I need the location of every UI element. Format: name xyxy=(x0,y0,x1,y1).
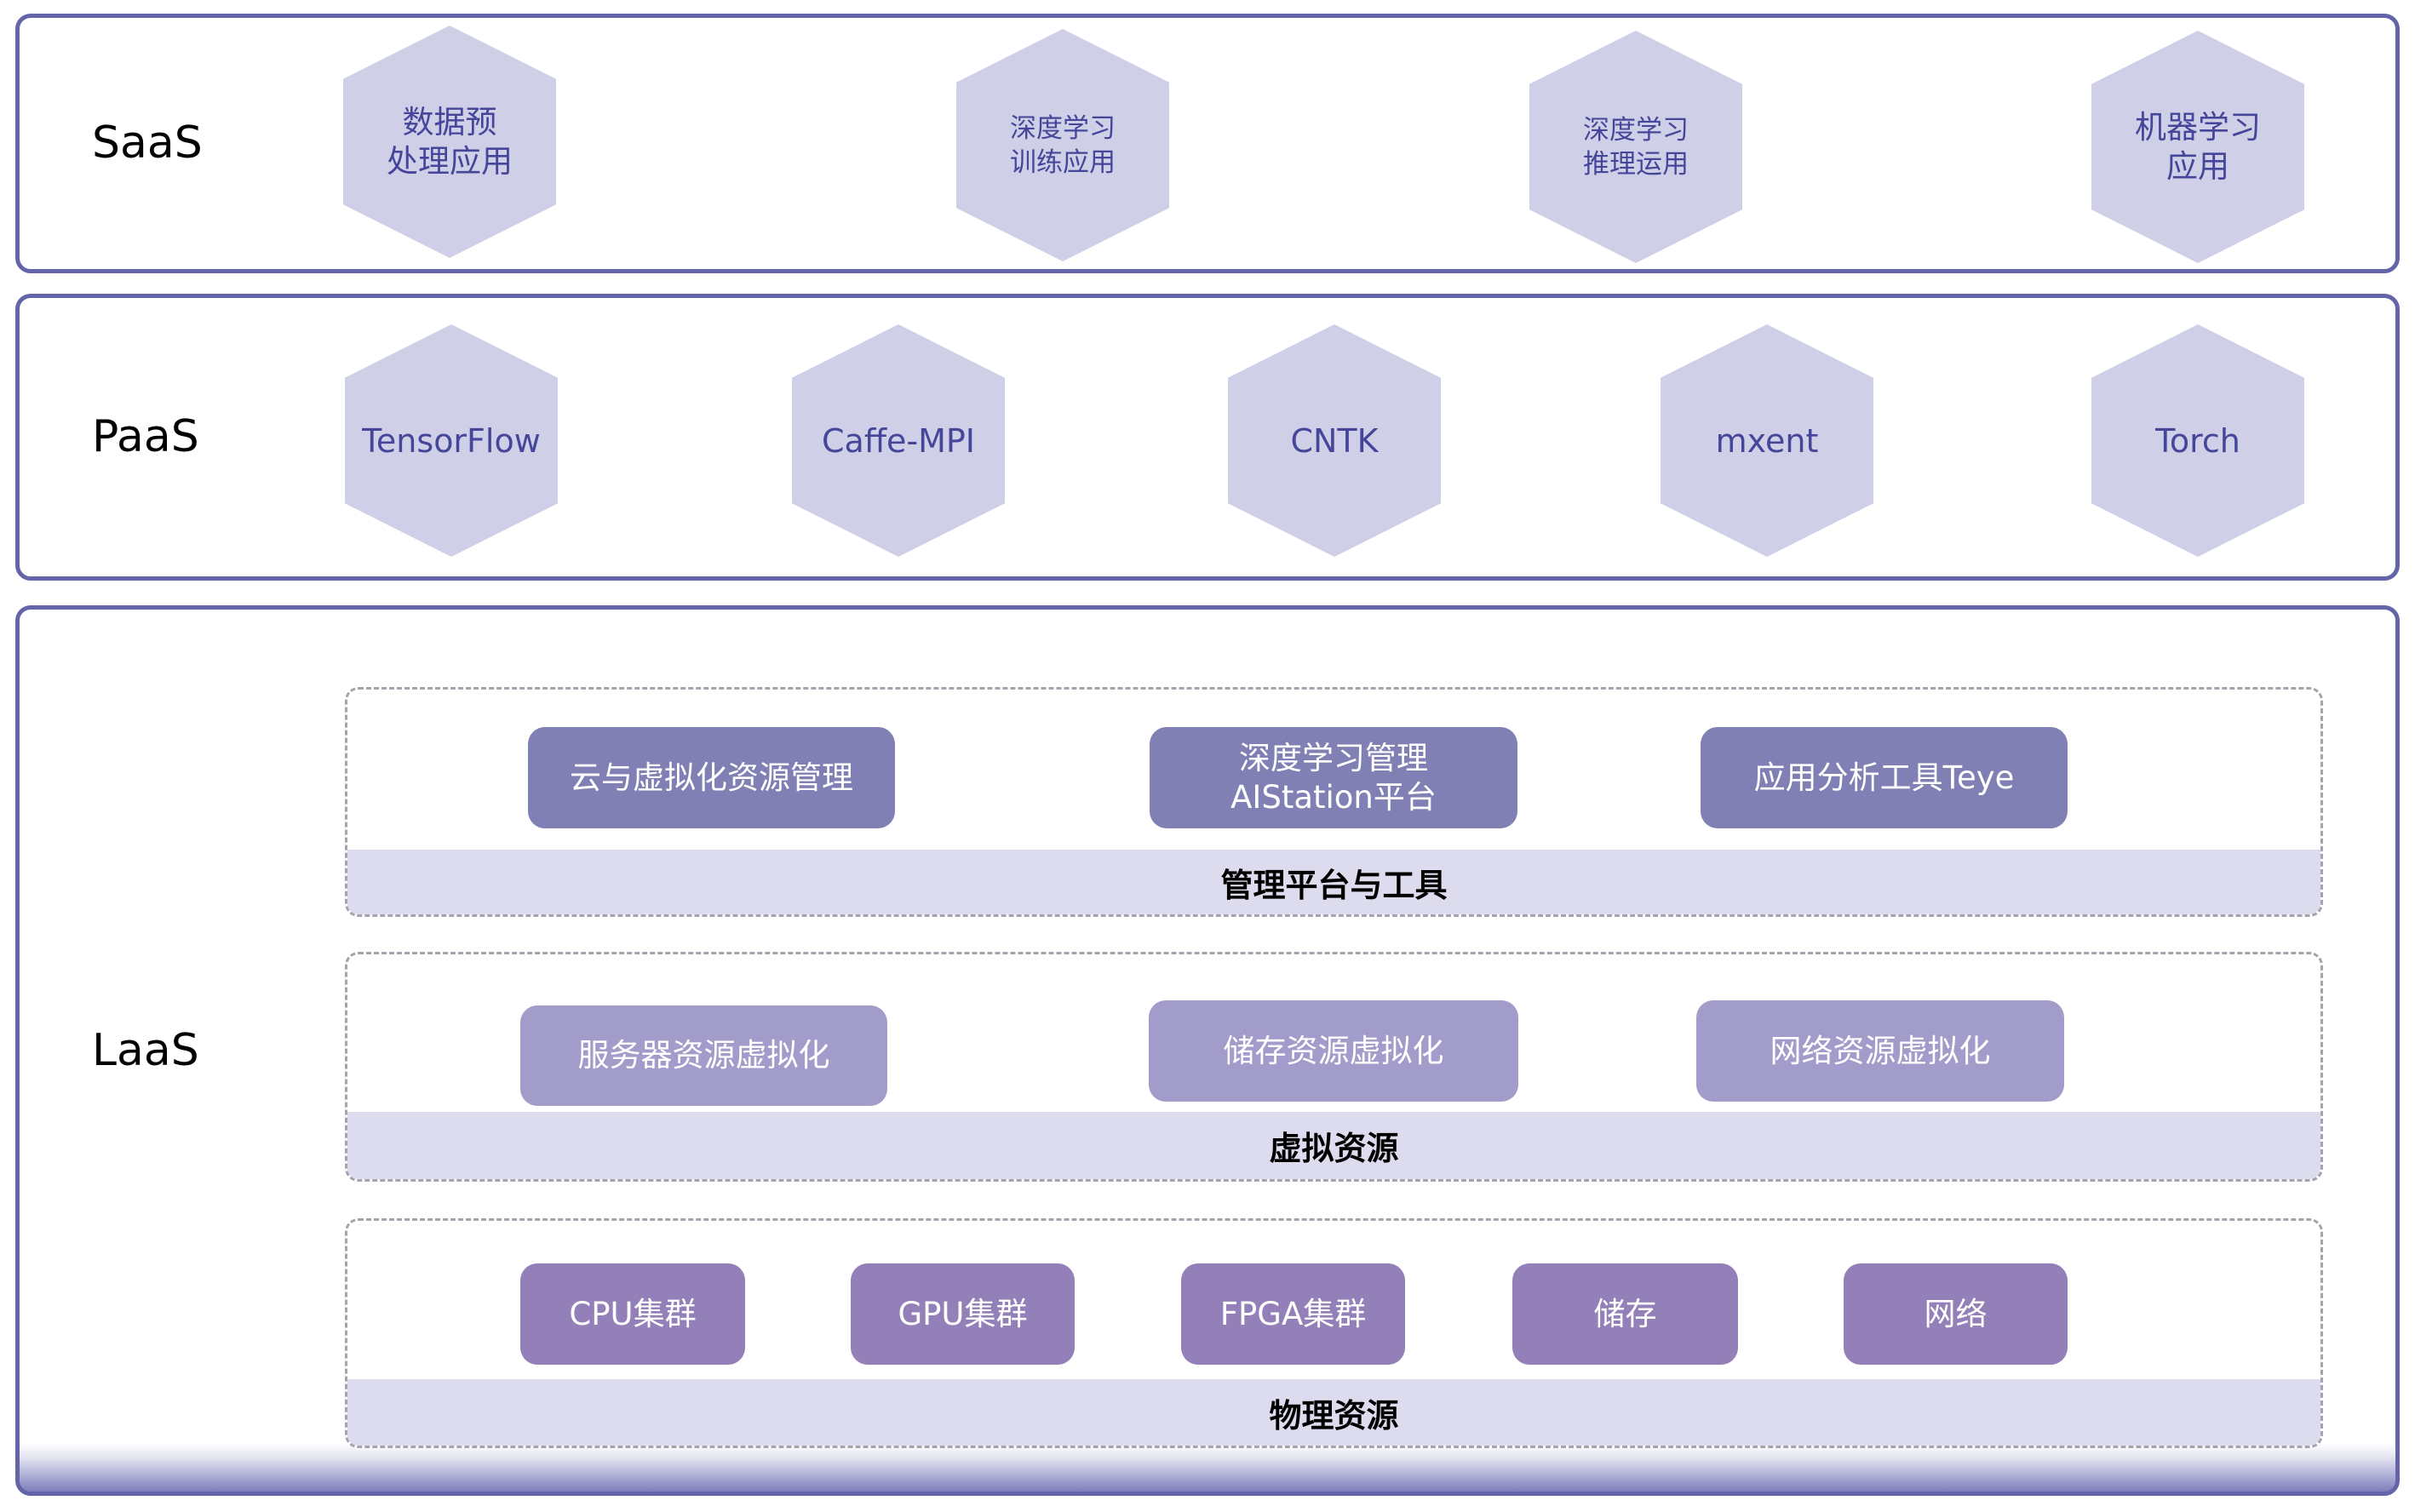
group-title: 管理平台与工具 xyxy=(1220,866,1448,904)
storage-virtualization-button[interactable]: 储存资源虚拟化 xyxy=(1149,1000,1518,1102)
hexagon-label: Caffe-MPI xyxy=(822,421,975,460)
paas-hexagon-cntk[interactable]: CNTK xyxy=(1228,324,1441,557)
hexagon-label: 深度学习 推理运用 xyxy=(1583,114,1689,180)
group-title-band: 虚拟资源 xyxy=(347,1112,2320,1179)
hexagon-label: 机器学习 应用 xyxy=(2135,108,2261,185)
cpu-cluster-button[interactable]: CPU集群 xyxy=(520,1263,745,1365)
storage-button[interactable]: 储存 xyxy=(1512,1263,1738,1365)
group-title: 物理资源 xyxy=(1269,1396,1399,1435)
network-button[interactable]: 网络 xyxy=(1844,1263,2068,1365)
group-title: 虚拟资源 xyxy=(1269,1130,1399,1167)
saas-layer-label: SaaS xyxy=(92,117,203,169)
saas-hexagon-dl-training[interactable]: 深度学习 训练应用 xyxy=(956,29,1169,261)
hexagon-label: Torch xyxy=(2155,421,2240,460)
group-title-band: 物理资源 xyxy=(347,1379,2320,1446)
laas-layer-label: LaaS xyxy=(92,1025,199,1076)
aistation-platform-button[interactable]: 深度学习管理 AIStation平台 xyxy=(1150,727,1517,828)
paas-hexagon-mxent[interactable]: mxent xyxy=(1661,324,1873,557)
paas-hexagon-tensorflow[interactable]: TensorFlow xyxy=(345,324,558,557)
group-title-band: 管理平台与工具 xyxy=(347,850,2320,914)
hexagon-label: 数据预 处理应用 xyxy=(387,103,513,180)
saas-hexagon-data-preprocessing[interactable]: 数据预 处理应用 xyxy=(343,26,556,258)
virtual-resources-group: 虚拟资源 xyxy=(345,952,2323,1182)
network-virtualization-button[interactable]: 网络资源虚拟化 xyxy=(1696,1000,2064,1102)
paas-layer-label: PaaS xyxy=(92,411,199,462)
paas-hexagon-torch[interactable]: Torch xyxy=(2091,324,2304,557)
fpga-cluster-button[interactable]: FPGA集群 xyxy=(1181,1263,1405,1365)
gpu-cluster-button[interactable]: GPU集群 xyxy=(851,1263,1075,1365)
paas-hexagon-caffe-mpi[interactable]: Caffe-MPI xyxy=(792,324,1005,557)
hexagon-label: TensorFlow xyxy=(362,421,541,460)
saas-hexagon-dl-inference[interactable]: 深度学习 推理运用 xyxy=(1529,31,1742,263)
teye-analysis-tool-button[interactable]: 应用分析工具Teye xyxy=(1701,727,2068,828)
cloud-virtualization-management-button[interactable]: 云与虚拟化资源管理 xyxy=(528,727,895,828)
saas-hexagon-ml-application[interactable]: 机器学习 应用 xyxy=(2091,31,2304,263)
hexagon-label: mxent xyxy=(1715,421,1819,460)
server-virtualization-button[interactable]: 服务器资源虚拟化 xyxy=(520,1005,887,1106)
hexagon-label: CNTK xyxy=(1290,421,1379,460)
hexagon-label: 深度学习 训练应用 xyxy=(1010,112,1116,178)
